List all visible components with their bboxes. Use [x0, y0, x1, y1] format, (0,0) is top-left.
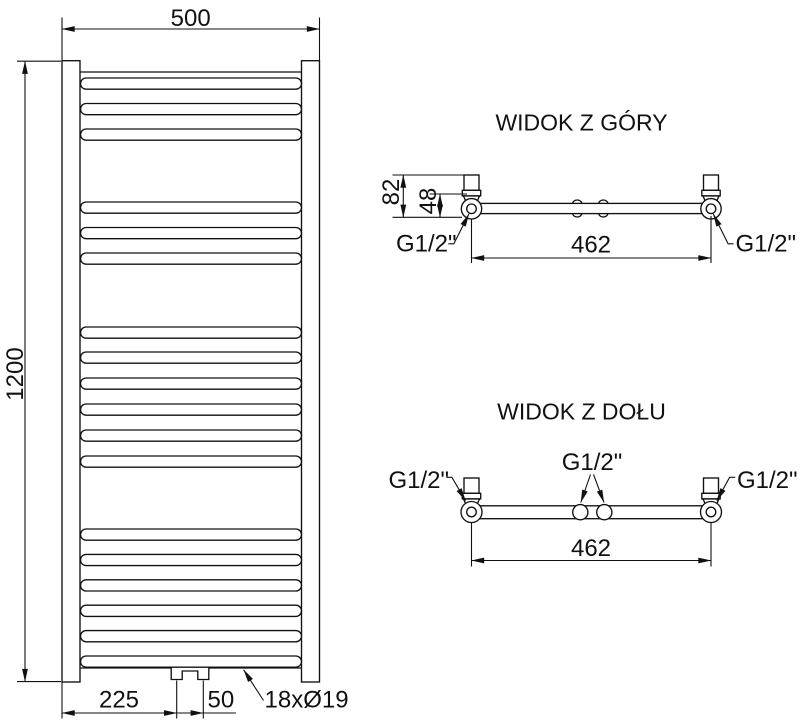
tube-row [79, 351, 303, 364]
leader-line [580, 474, 592, 503]
tube-row [79, 629, 303, 643]
dim-height-1200: 1200 [2, 60, 61, 683]
dim-width-500: 500 [61, 5, 321, 60]
tube-row [79, 429, 303, 442]
leader-line [243, 669, 264, 701]
union-nut [701, 492, 721, 500]
tube-row [79, 553, 303, 567]
leader-line [716, 476, 736, 501]
center-port-circle [572, 503, 589, 521]
dim-axis-462-bottom: 462 [470, 523, 712, 567]
dim-label-1200: 1200 [2, 347, 29, 400]
wall-bracket [702, 174, 720, 191]
center-port-circle [596, 503, 613, 521]
tube-row [79, 77, 303, 90]
union-nut [461, 492, 482, 500]
thread-callout-bottom-left: G1/2" [389, 467, 466, 501]
bottom-view-right-mount [699, 477, 723, 524]
top-view-title: WIDOK Z GÓRY [495, 110, 667, 136]
dim-depth-82: 82 [378, 174, 478, 218]
bottom-view-left-mount [460, 477, 483, 524]
tube-row [79, 326, 303, 339]
dim-label-500: 500 [171, 5, 211, 32]
thread-label: G1/2" [389, 467, 450, 494]
thread-port-circle [705, 203, 717, 215]
thread-label: G1/2" [736, 231, 797, 258]
leader-line [592, 474, 605, 503]
thread-label: G1/2" [396, 231, 457, 258]
top-view-tube-bar [475, 202, 714, 215]
dim-label-50: 50 [208, 687, 235, 714]
leader-line [446, 476, 466, 501]
bottom-view-title: WIDOK Z DOŁU [497, 399, 666, 425]
tube-row [79, 201, 303, 214]
tube-row [79, 528, 303, 541]
leader-line [712, 213, 734, 245]
tube-count-label: 18xØ19 [265, 687, 349, 714]
dim-label-462: 462 [571, 232, 611, 259]
tube-row [79, 403, 303, 416]
wall-bracket [463, 477, 480, 494]
front-view: 500 1200 225 50 18xØ19 [2, 5, 349, 719]
top-view: WIDOK Z GÓRY 82 [378, 110, 797, 263]
dim-label-462: 462 [571, 535, 611, 562]
leader-line [448, 213, 470, 245]
tube-row [79, 377, 303, 390]
union-nut [461, 189, 482, 197]
tube-row [79, 655, 303, 668]
dim-pipe-48: 48 [415, 188, 467, 218]
top-view-right-mount [700, 174, 722, 220]
tube-rows [79, 77, 303, 668]
bottom-web-with-stubs [80, 667, 302, 681]
tube-row [79, 604, 303, 618]
bottom-view: WIDOK Z DOŁU G1/2" [389, 399, 798, 567]
thread-callout-bottom-right: G1/2" [716, 467, 798, 501]
bottom-view-tube-bar [475, 505, 714, 520]
mid-port-bumps-bottom [572, 213, 609, 218]
tube-row [79, 128, 303, 141]
dim-bottom-225-50: 225 50 [61, 680, 236, 719]
union-nut [701, 189, 721, 197]
top-view-left-mount [460, 174, 483, 220]
tube-row [79, 102, 303, 116]
tube-row [79, 579, 303, 592]
thread-callout-top-left: G1/2" [396, 213, 470, 258]
right-collector-pipe [300, 60, 321, 683]
thread-label: G1/2" [737, 467, 798, 494]
callout-tube-count: 18xØ19 [243, 669, 349, 714]
thread-callout-top-right: G1/2" [712, 213, 797, 258]
tube-row [79, 252, 303, 265]
left-collector-pipe [61, 60, 81, 683]
tube-row [79, 455, 303, 468]
tube-row [79, 226, 303, 240]
thread-label: G1/2" [562, 449, 623, 476]
thread-port-circle [466, 506, 477, 518]
wall-bracket [463, 174, 480, 191]
dim-label-82: 82 [378, 179, 405, 206]
dim-label-225: 225 [99, 687, 139, 714]
thread-port-circle [466, 203, 477, 215]
thread-port-circle [705, 506, 717, 518]
dim-label-48: 48 [415, 188, 442, 215]
thread-callout-bottom-center: G1/2" [562, 449, 623, 503]
dim-axis-462-top: 462 [470, 216, 712, 263]
wall-bracket [702, 477, 720, 494]
mid-port-bumps-top [572, 199, 609, 204]
